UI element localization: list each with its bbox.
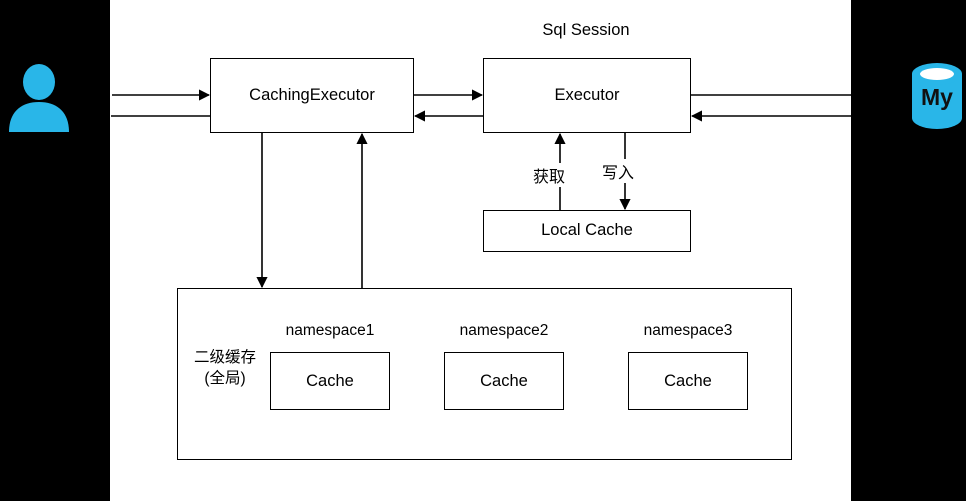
edge-label-write: 写入 (600, 159, 637, 183)
namespace-label-2: namespace2 (459, 322, 549, 339)
edge-label-fetch: 获取 (531, 163, 568, 187)
node-caching-executor[interactable]: CachingExecutor (210, 58, 414, 133)
node-executor[interactable]: Executor (483, 58, 691, 133)
diagram-title: Sql Session (542, 21, 630, 39)
namespace-cache-box-2[interactable]: Cache (444, 352, 564, 410)
namespace-label-1: namespace1 (285, 322, 375, 339)
namespace-label-3: namespace3 (643, 322, 733, 339)
user-icon (8, 62, 70, 132)
namespace-cache-box-3[interactable]: Cache (628, 352, 748, 410)
svg-text:My: My (921, 84, 953, 110)
namespace-cache-box-1[interactable]: Cache (270, 352, 390, 410)
node-local-cache[interactable]: Local Cache (483, 210, 691, 252)
mysql-database-icon: My (908, 58, 966, 134)
second-level-cache-caption: 二级缓存 (全局) (193, 349, 256, 387)
